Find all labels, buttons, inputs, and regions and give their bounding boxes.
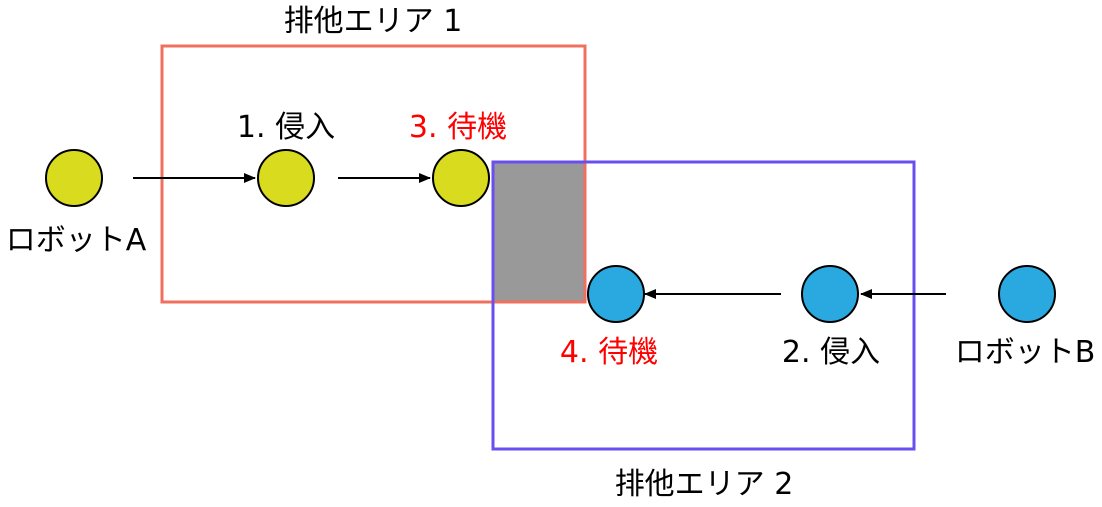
robot-a-step-wait-label: 3. 待機 <box>409 110 507 145</box>
robot-a-wait-node <box>432 149 490 207</box>
robot-a-enter-node <box>257 149 315 207</box>
exclusion-area-1 <box>160 44 587 304</box>
robot-a-step-enter-label: 1. 侵入 <box>237 110 335 145</box>
exclusion-area-1-label: 排他エリア 1 <box>284 4 463 39</box>
robot-b-name: ロボットB <box>955 335 1096 370</box>
robot-a-start-node <box>45 149 103 207</box>
robot-b-step-enter-label: 2. 侵入 <box>782 335 880 370</box>
overlap-region <box>493 162 585 302</box>
exclusion-area-2-label: 排他エリア 2 <box>615 467 794 502</box>
robot-b-step-wait-label: 4. 待機 <box>560 335 658 370</box>
exclusion-area-2 <box>491 160 916 451</box>
robot-b-start-node <box>998 265 1056 323</box>
robot-b-enter-node <box>801 265 859 323</box>
robot-a-name: ロボットA <box>6 223 147 258</box>
robot-b-wait-node <box>587 265 645 323</box>
